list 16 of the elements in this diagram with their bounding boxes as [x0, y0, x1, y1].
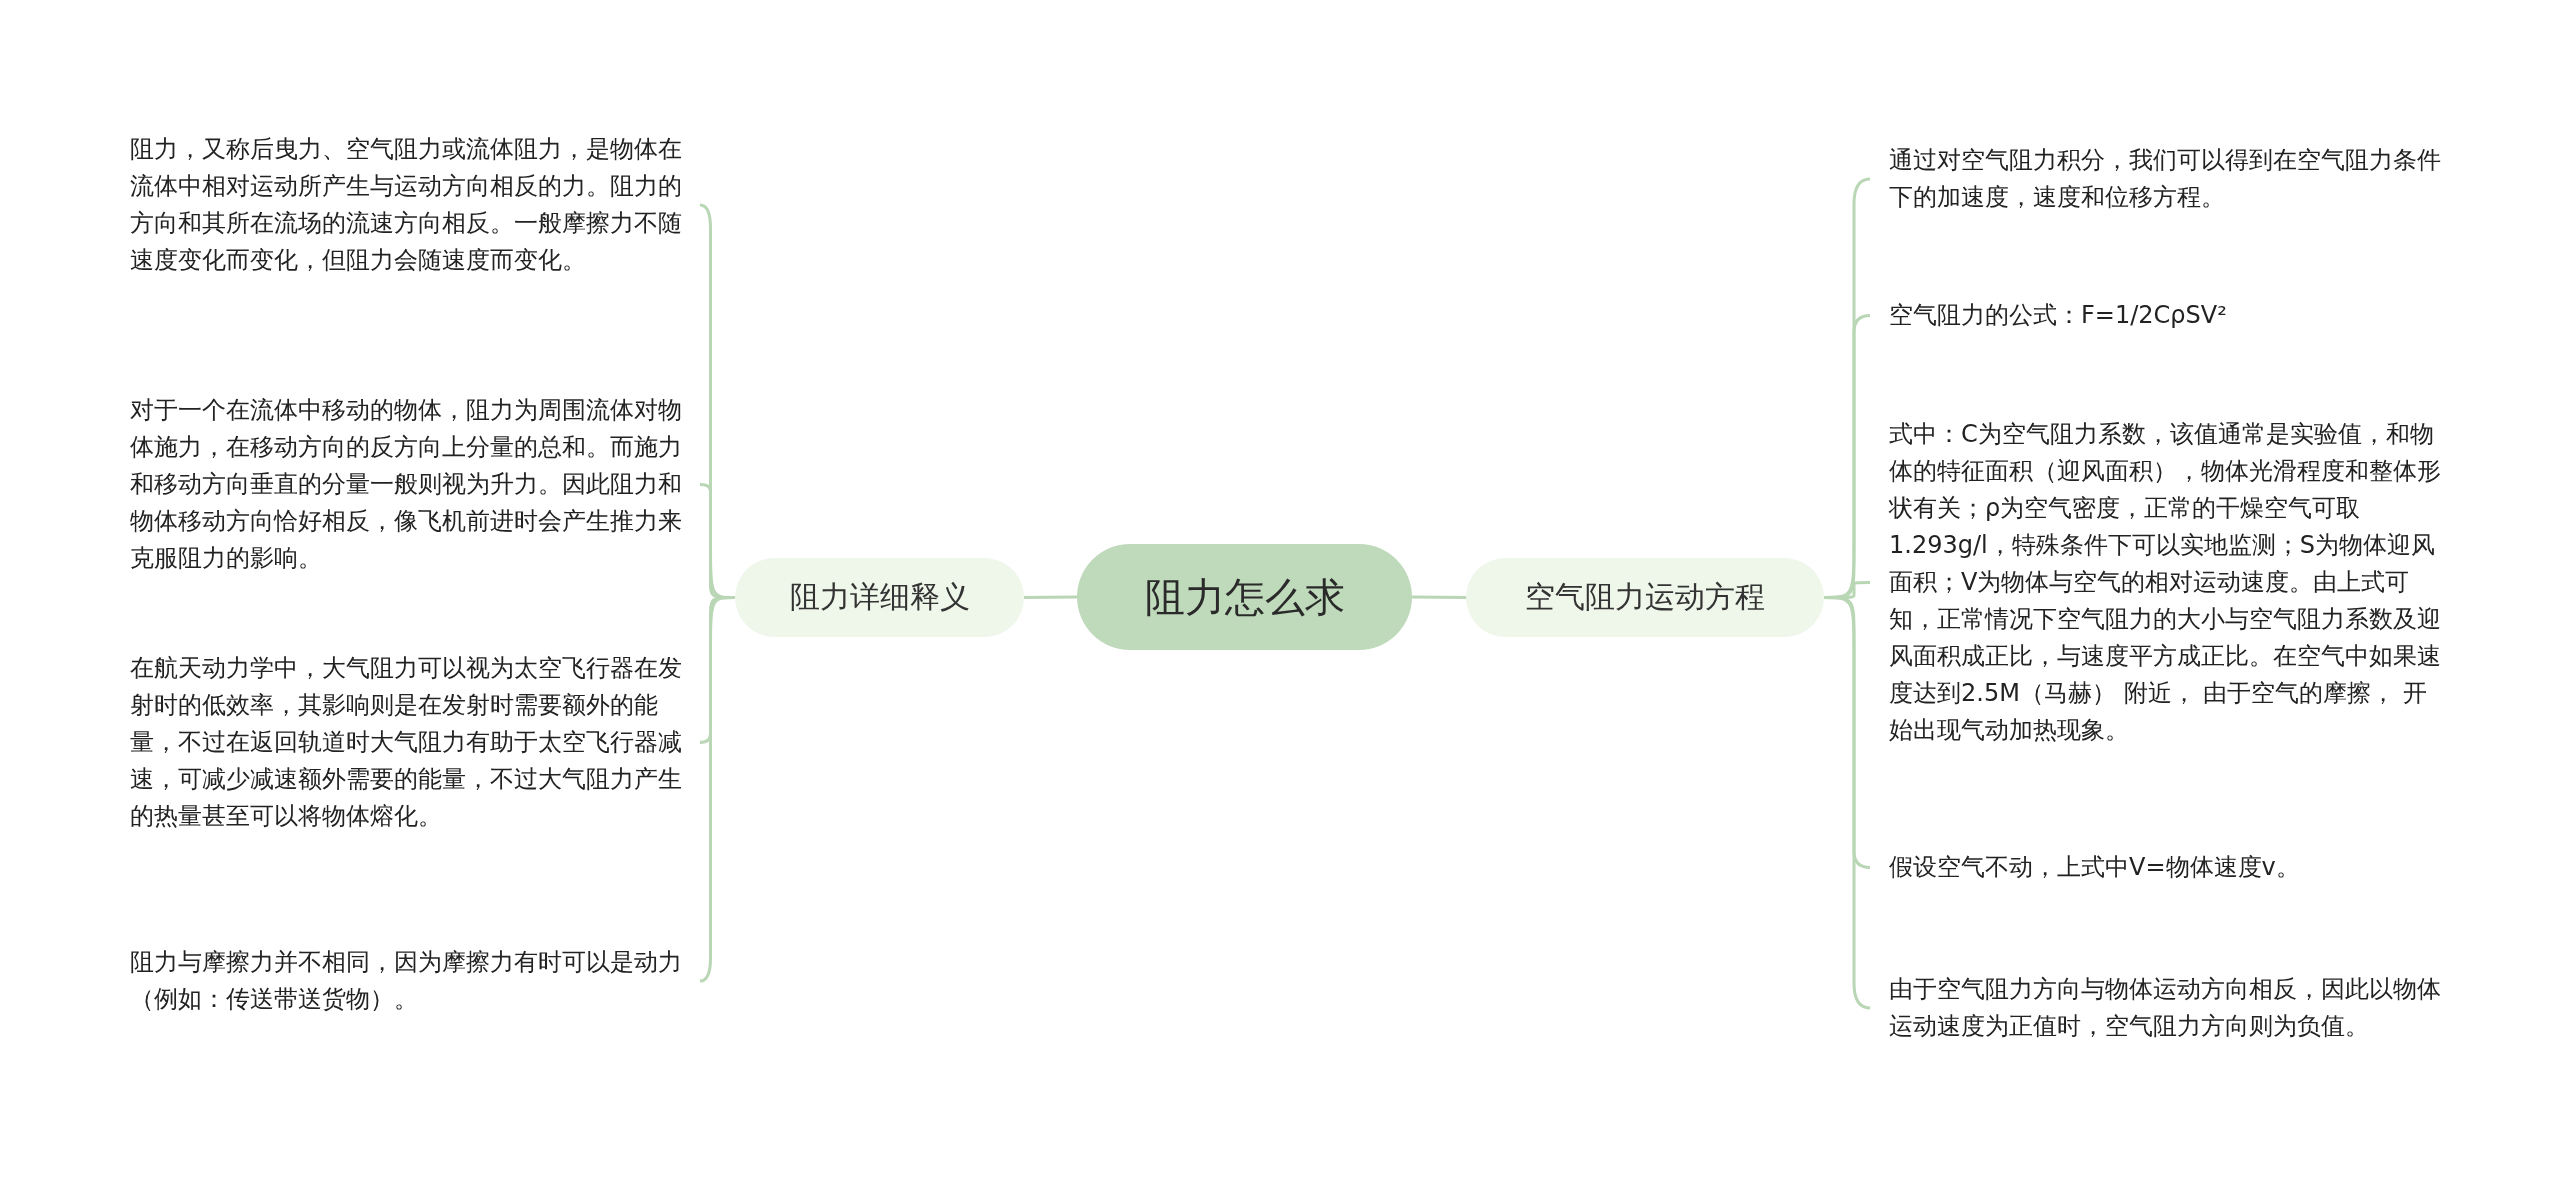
note-text: 在航天动力学中，大气阻力可以视为太空飞行器在发射时的低效率，其影响则是在发射时需要额外的能量，不过在返回轨道时大气阻力有助于太空飞行器减速，可减少减速额外需要的能量，不过大气阻力产生的热量甚至可以将物体熔化。 [120, 632, 700, 853]
branch-topic: 空气阻力运动方程 [1466, 558, 1824, 637]
note-text: 假设空气不动，上式中V=物体速度v。 [1870, 831, 2450, 904]
note-text: 阻力与摩擦力并不相同，因为摩擦力有时可以是动力（例如：传送带送货物）。 [120, 926, 700, 1036]
note-text: 空气阻力的公式：F=1/2CρSV² [1870, 279, 2450, 352]
central-topic: 阻力怎么求 [1077, 544, 1412, 650]
note-text: 式中：C为空气阻力系数，该值通常是实验值，和物体的特征面积（迎风面积），物体光滑程度和整体形状有关；ρ为空气密度，正常的干燥空气可取1.293g/l，特殊条件下可以实地监测；S为物体迎风面积；V为物体与空气的相对运动速度。由上式可知，正常情况下空气阻力的大小与空气阻力系数及迎风面积成正比，与速度平方成正比。在空气中如果速度达到2.5M（马赫） 附近， 由于空气的摩擦， 开始出现气动加热现象。 [1870, 398, 2450, 767]
branch-topic: 阻力详细释义 [735, 558, 1024, 637]
note-text: 阻力，又称后曳力、空气阻力或流体阻力，是物体在流体中相对运动所产生与运动方向相反的力。阻力的方向和其所在流场的流速方向相反。一般摩擦力不随速度变化而变化，但阻力会随速度而变化。 [120, 113, 700, 297]
connector-line [1024, 595, 1077, 599]
connector-line [699, 596, 735, 983]
note-text: 对于一个在流体中移动的物体，阻力为周围流体对物体施力，在移动方向的反方向上分量的总和。而施力和移动方向垂直的分量一般则视为升力。因此阻力和物体移动方向恰好相反，像飞机前进时会产生推力来克服阻力的影响。 [120, 374, 700, 595]
connector-line [1824, 596, 1871, 1010]
note-text: 通过对空气阻力积分，我们可以得到在空气阻力条件下的加速度，速度和位移方程。 [1870, 124, 2450, 234]
note-text: 由于空气阻力方向与物体运动方向相反，因此以物体运动速度为正值时，空气阻力方向则为负值。 [1870, 953, 2450, 1063]
connector-line [1412, 595, 1466, 599]
